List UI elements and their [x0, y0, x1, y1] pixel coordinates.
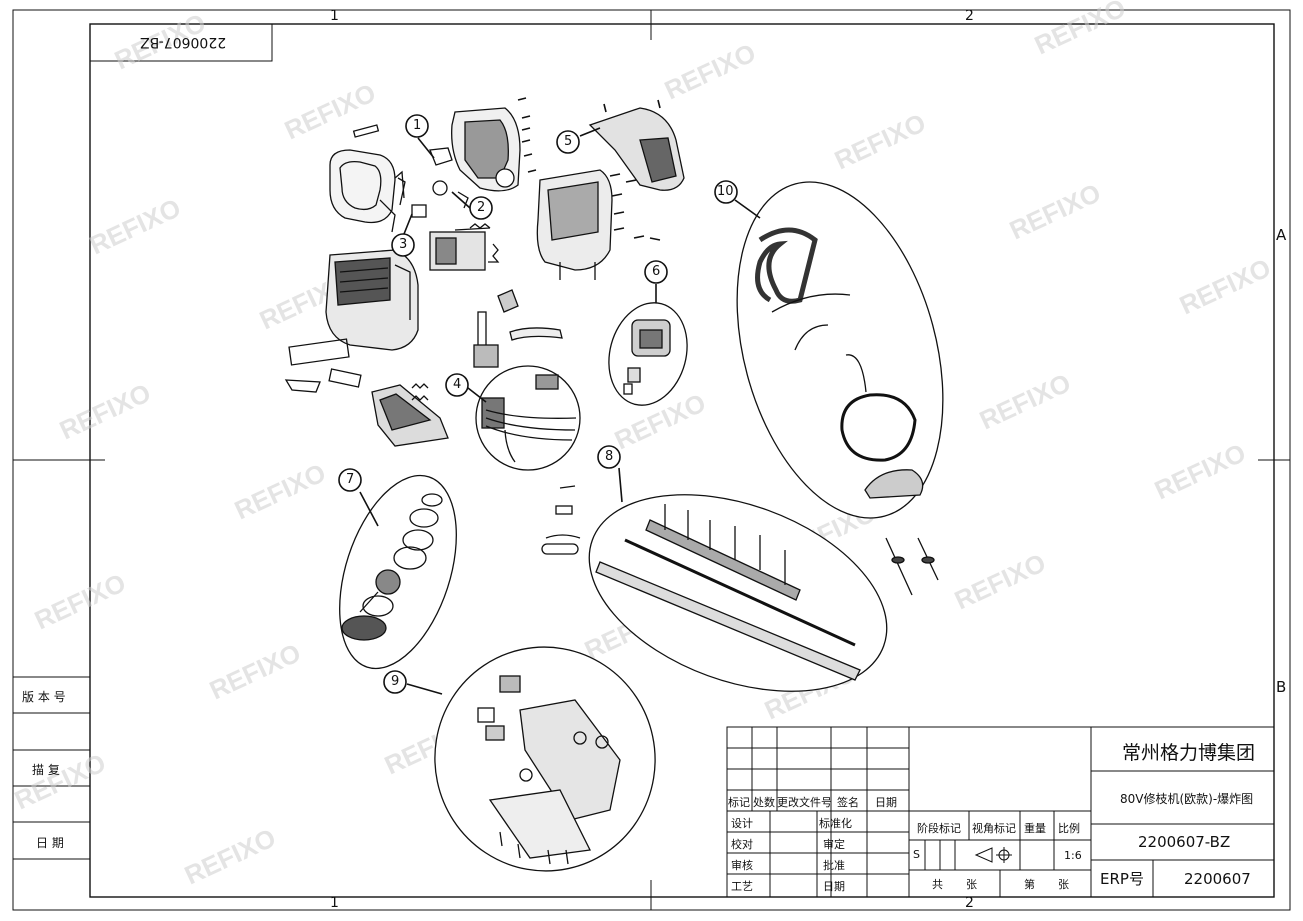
version-label: 版 本 号: [22, 690, 66, 704]
stage-value: S: [913, 848, 920, 861]
sign-review: 审定: [823, 838, 845, 851]
callout-2: 2: [477, 200, 486, 215]
callout-4: 4: [453, 377, 462, 392]
svg-text:REFIXO: REFIXO: [30, 567, 130, 635]
callout-1: 1: [413, 118, 422, 133]
svg-text:REFIXO: REFIXO: [1030, 0, 1130, 60]
view-label: 视角标记: [972, 822, 1016, 835]
svg-text:REFIXO: REFIXO: [180, 822, 280, 890]
title-block-grid: [726, 726, 1275, 898]
svg-text:REFIXO: REFIXO: [830, 107, 930, 175]
svg-text:REFIXO: REFIXO: [1175, 252, 1275, 320]
sign-check: 校对: [731, 838, 753, 851]
svg-text:REFIXO: REFIXO: [10, 747, 110, 815]
part-motor: [608, 302, 688, 406]
exploded-view: [284, 97, 944, 872]
erp-label: ERP号: [1100, 870, 1144, 888]
page-label: 第: [1024, 878, 1035, 891]
sign-date: 日期: [823, 880, 845, 893]
rev-header-count: 处数: [753, 796, 775, 809]
svg-text:REFIXO: REFIXO: [1005, 177, 1105, 245]
left-strip-table: [13, 676, 90, 860]
screw-set-upper: [517, 97, 661, 241]
scale-label: 比例: [1058, 822, 1080, 835]
svg-text:REFIXO: REFIXO: [950, 547, 1050, 615]
drawing-id-rotated: 2200607-BZ: [140, 34, 227, 50]
callout-9: 9: [391, 674, 400, 689]
rev-header-mark: 标记: [728, 796, 750, 809]
total-label: 共: [932, 878, 943, 891]
zone-right-a: A: [1276, 226, 1287, 244]
part-battery-housing: [325, 249, 419, 351]
zone-bottom-1: 1: [330, 895, 339, 911]
callout-8: 8: [605, 449, 614, 464]
drawing-number: 2200607-BZ: [1138, 833, 1231, 851]
screw-set-lower: [885, 537, 939, 596]
company-name: 常州格力博集团: [1122, 742, 1256, 764]
sign-standard: 标准化: [819, 817, 852, 830]
stage-label: 阶段标记: [917, 822, 961, 835]
zone-right-b: B: [1276, 678, 1287, 696]
zone-top-2: 2: [965, 8, 974, 24]
part-housing-left: [451, 107, 521, 192]
callout-3: 3: [399, 237, 408, 252]
callout-6: 6: [652, 264, 661, 279]
zone-top-1: 1: [330, 8, 339, 24]
callout-10: 10: [717, 184, 734, 199]
part-top-cover: [588, 107, 685, 191]
sign-approve: 批准: [823, 859, 845, 872]
part-blade-assembly: [588, 494, 888, 692]
trace-label: 描 复: [32, 763, 60, 777]
part-control-module: [429, 223, 500, 271]
part-trigger-block: [371, 383, 449, 447]
callout-leaders: [359, 127, 761, 695]
svg-text:REFIXO: REFIXO: [85, 192, 185, 260]
sign-audit: 审核: [731, 859, 753, 872]
weight-label: 重量: [1024, 822, 1046, 835]
part-front-handle: [736, 181, 944, 519]
svg-text:REFIXO: REFIXO: [280, 77, 380, 145]
drawing-id-box: [89, 23, 273, 62]
product-title: 80V修枝机(欧款)-爆炸图: [1120, 792, 1254, 806]
date-label-left: 日 期: [36, 836, 64, 850]
part-housing-right: [536, 169, 613, 280]
part-gear-set: [339, 474, 457, 670]
callout-7: 7: [346, 472, 355, 487]
svg-text:REFIXO: REFIXO: [205, 637, 305, 705]
svg-text:REFIXO: REFIXO: [975, 367, 1075, 435]
part-wiring-harness: [475, 365, 581, 471]
zone-bottom-2: 2: [965, 895, 974, 911]
svg-text:REFIXO: REFIXO: [55, 377, 155, 445]
svg-text:REFIXO: REFIXO: [660, 37, 760, 105]
scale-value: 1:6: [1064, 849, 1082, 862]
page-unit: 张: [1058, 878, 1069, 891]
callout-circles: [338, 114, 738, 694]
callout-5: 5: [564, 134, 573, 149]
part-gearbox: [434, 646, 656, 872]
inner-frame: [89, 23, 1275, 898]
rev-header-date: 日期: [875, 796, 897, 809]
rev-header-doc: 更改文件号: [777, 796, 832, 809]
svg-text:REFIXO: REFIXO: [230, 457, 330, 525]
total-unit: 张: [966, 878, 977, 891]
svg-text:REFIXO: REFIXO: [1150, 437, 1250, 505]
erp-value: 2200607: [1184, 870, 1251, 888]
part-rear-handle: [329, 124, 406, 233]
sign-design: 设计: [731, 817, 753, 830]
rev-header-sign: 签名: [837, 796, 859, 809]
sign-process: 工艺: [731, 880, 753, 893]
